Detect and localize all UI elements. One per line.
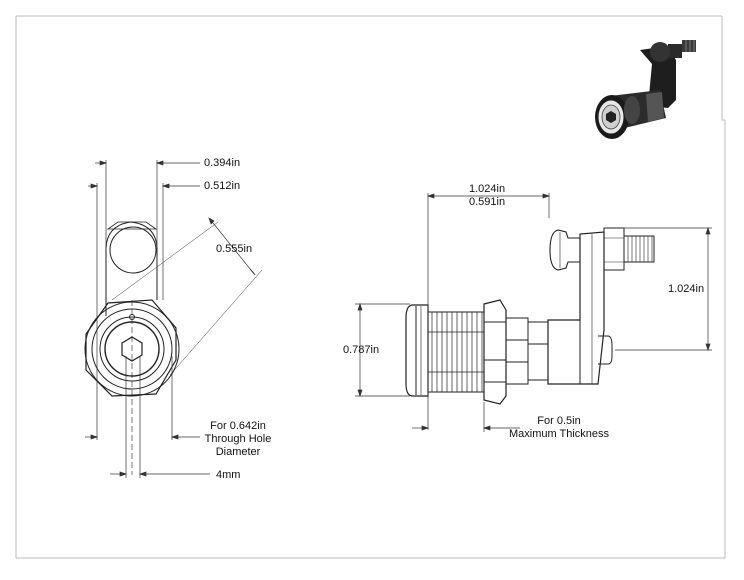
dim-0-512in: 0.512in: [204, 180, 241, 192]
dim-0-394in: 0.394in: [204, 157, 241, 169]
hole-note-line-2: Through Hole: [204, 433, 272, 445]
front-view: [84, 221, 180, 475]
sheet-border: [15, 15, 726, 559]
side-dimensions: [355, 193, 712, 432]
dim-0-555in: 0.555in: [216, 243, 253, 255]
dim-4mm: 4mm: [216, 469, 241, 481]
hole-note-line-1: For 0.642in: [210, 420, 266, 432]
dim-0-591in: 0.591in: [469, 196, 506, 208]
side-view: [405, 227, 655, 405]
dim-0-787in: 0.787in: [343, 344, 380, 356]
isometric-view: [595, 40, 696, 139]
dim-1-024in-length: 1.024in: [469, 183, 506, 195]
thickness-note-line-1: For 0.5in: [537, 415, 581, 427]
thickness-note-line-2: Maximum Thickness: [508, 428, 610, 440]
hole-diameter-note: For 0.642in Through Hole Diameter: [196, 420, 280, 459]
hole-note-line-3: Diameter: [215, 446, 261, 458]
dim-1-024in-height: 1.024in: [668, 283, 705, 295]
thickness-note: For 0.5in Maximum Thickness: [500, 415, 618, 441]
front-dimensions: [85, 160, 263, 478]
